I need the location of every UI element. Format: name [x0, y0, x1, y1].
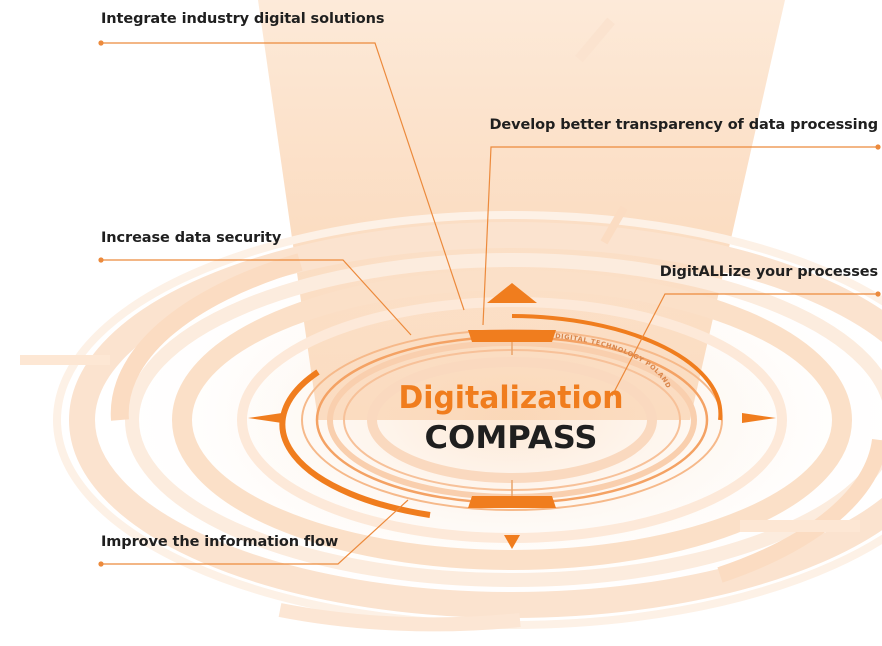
callout-dots [98, 40, 881, 567]
north-arrow [487, 283, 537, 303]
callout-integrate: Integrate industry digital solutions [101, 11, 385, 27]
bottom-bar [468, 496, 556, 508]
leader-information-flow [101, 499, 409, 565]
callout-lines [101, 42, 878, 565]
west-arrow [248, 413, 282, 423]
background-rings [20, 17, 882, 632]
callout-information-flow: Improve the information flow [101, 534, 339, 550]
leader-digitallize [611, 293, 878, 397]
callout-security: Increase data security [101, 230, 282, 246]
leader-transparency [482, 146, 878, 326]
leader-integrate [101, 42, 465, 311]
top-bar [468, 330, 556, 342]
east-arrow [742, 413, 776, 423]
title-digitalization: Digitalization [399, 380, 624, 416]
title-compass: COMPASS [425, 420, 598, 456]
callout-transparency: Develop better transparency of data proc… [489, 117, 878, 133]
leader-security [101, 259, 412, 336]
south-arrow [504, 535, 520, 549]
callout-digitallize: DigitALLize your processes [659, 264, 878, 280]
compass-markers [248, 283, 776, 549]
